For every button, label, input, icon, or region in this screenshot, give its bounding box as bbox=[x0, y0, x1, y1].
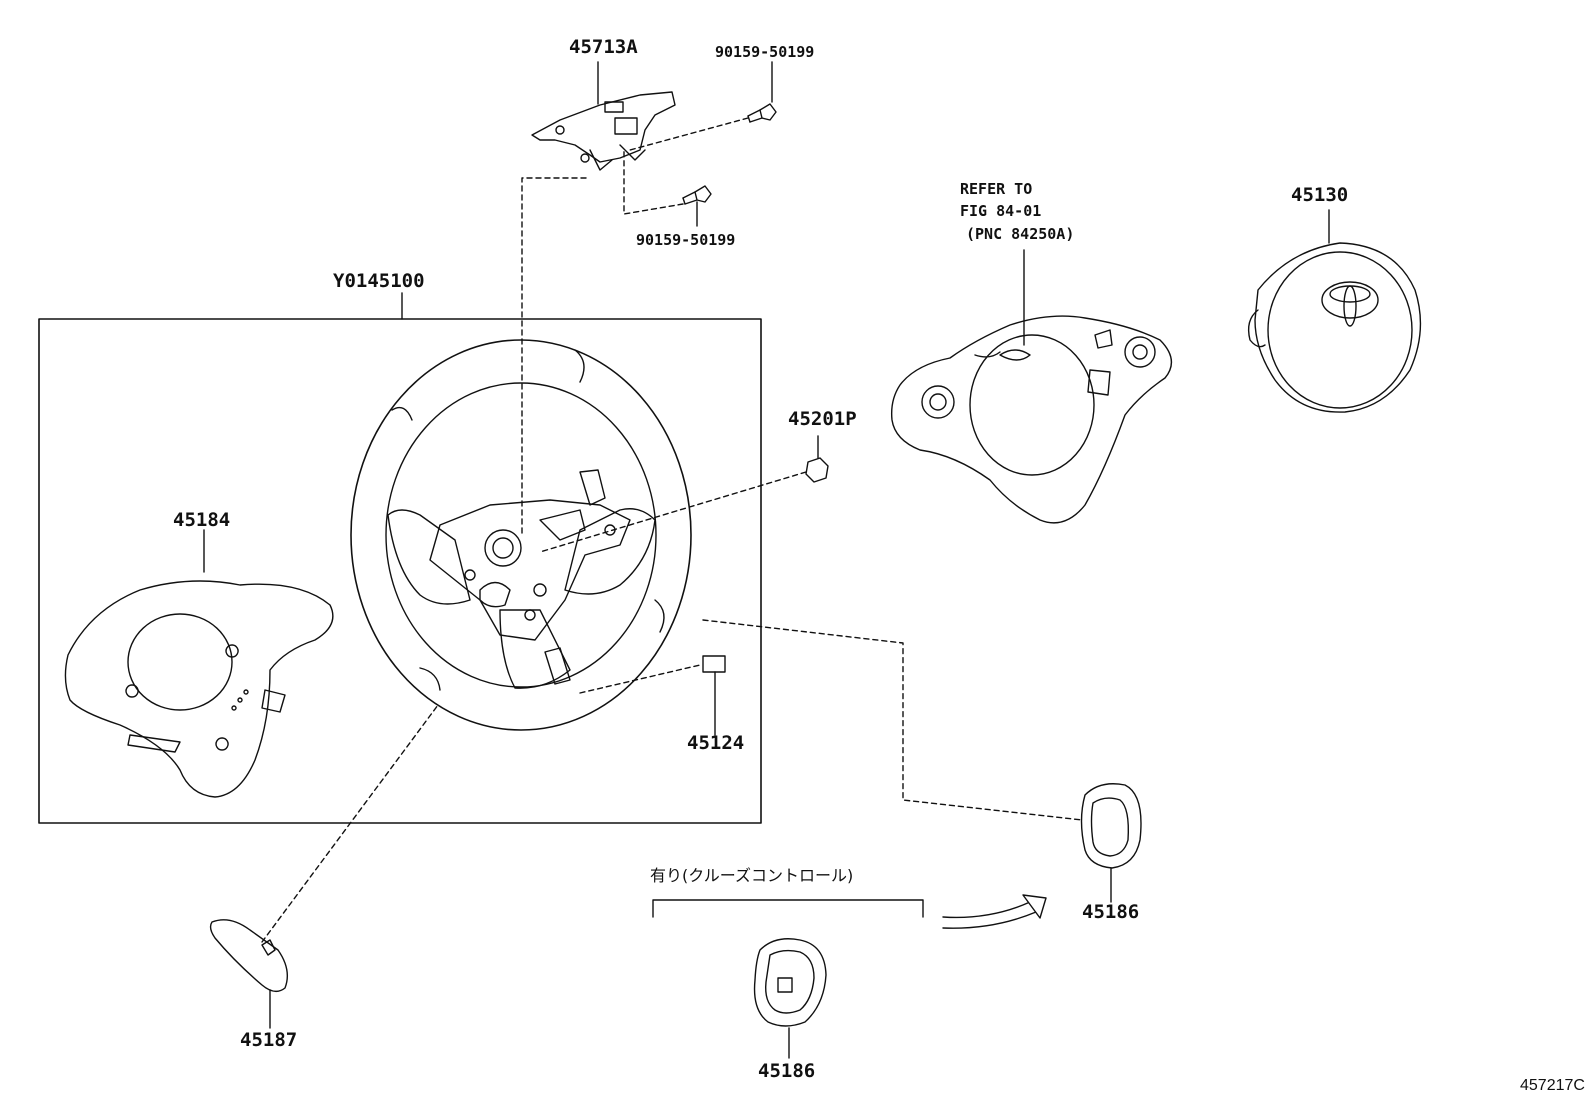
cover-45187-detail bbox=[261, 939, 276, 956]
steering-wheel-part bbox=[350, 339, 692, 731]
screw-bottom-part bbox=[682, 185, 712, 205]
cover-45184-part bbox=[64, 580, 334, 798]
bracket-dash-to-hub bbox=[521, 177, 589, 534]
label-switch-cover-bottom: 45186 bbox=[758, 1060, 816, 1082]
label-refer-to: REFER TO bbox=[960, 180, 1033, 198]
label-cover-45184: 45184 bbox=[173, 509, 231, 531]
cover-45187-dash bbox=[261, 704, 439, 943]
label-refer-pnc: (PNC 84250A) bbox=[966, 225, 1075, 243]
label-figure-id: 457217C bbox=[1520, 1077, 1585, 1094]
label-bracket-45713A: 45713A bbox=[569, 36, 638, 58]
cruise-arrow bbox=[942, 901, 1037, 929]
label-screw-bottom: 90159-50199 bbox=[636, 231, 736, 249]
nut-45201P-part bbox=[805, 457, 829, 483]
screw-top-part bbox=[747, 103, 777, 123]
screw-top-dash bbox=[629, 117, 749, 151]
nut-dash bbox=[539, 471, 807, 553]
label-lower-cover-45187: 45187 bbox=[240, 1029, 298, 1051]
switch-cover-right-dash bbox=[702, 619, 1083, 821]
cruise-group-bracket bbox=[652, 899, 924, 918]
label-refer-fig: FIG 84-01 bbox=[960, 202, 1042, 220]
label-cruise-control-note: 有り(クルーズコントロール) bbox=[650, 866, 854, 885]
switch-cover-bottom-part bbox=[753, 938, 827, 1027]
label-nut-45201P: 45201P bbox=[788, 408, 857, 430]
switch-cover-right-part bbox=[1080, 783, 1142, 869]
label-plate-45124: 45124 bbox=[687, 732, 745, 754]
label-switch-cover-right: 45186 bbox=[1082, 901, 1140, 923]
cruise-arrow-head bbox=[1022, 894, 1047, 919]
label-airbag-45130: 45130 bbox=[1291, 184, 1349, 206]
label-plate-dash bbox=[579, 664, 701, 694]
bracket-45713A-part bbox=[531, 91, 676, 171]
assembly-frame bbox=[38, 318, 762, 824]
label-plate-45124-part bbox=[702, 655, 726, 673]
switch-pad-part bbox=[890, 315, 1173, 524]
screw-bottom-dash bbox=[623, 149, 684, 215]
label-assembly: Y0145100 bbox=[333, 270, 425, 292]
airbag-45130-part bbox=[1247, 242, 1422, 413]
label-screw-top: 90159-50199 bbox=[715, 43, 815, 61]
cover-45187-part bbox=[209, 919, 288, 993]
